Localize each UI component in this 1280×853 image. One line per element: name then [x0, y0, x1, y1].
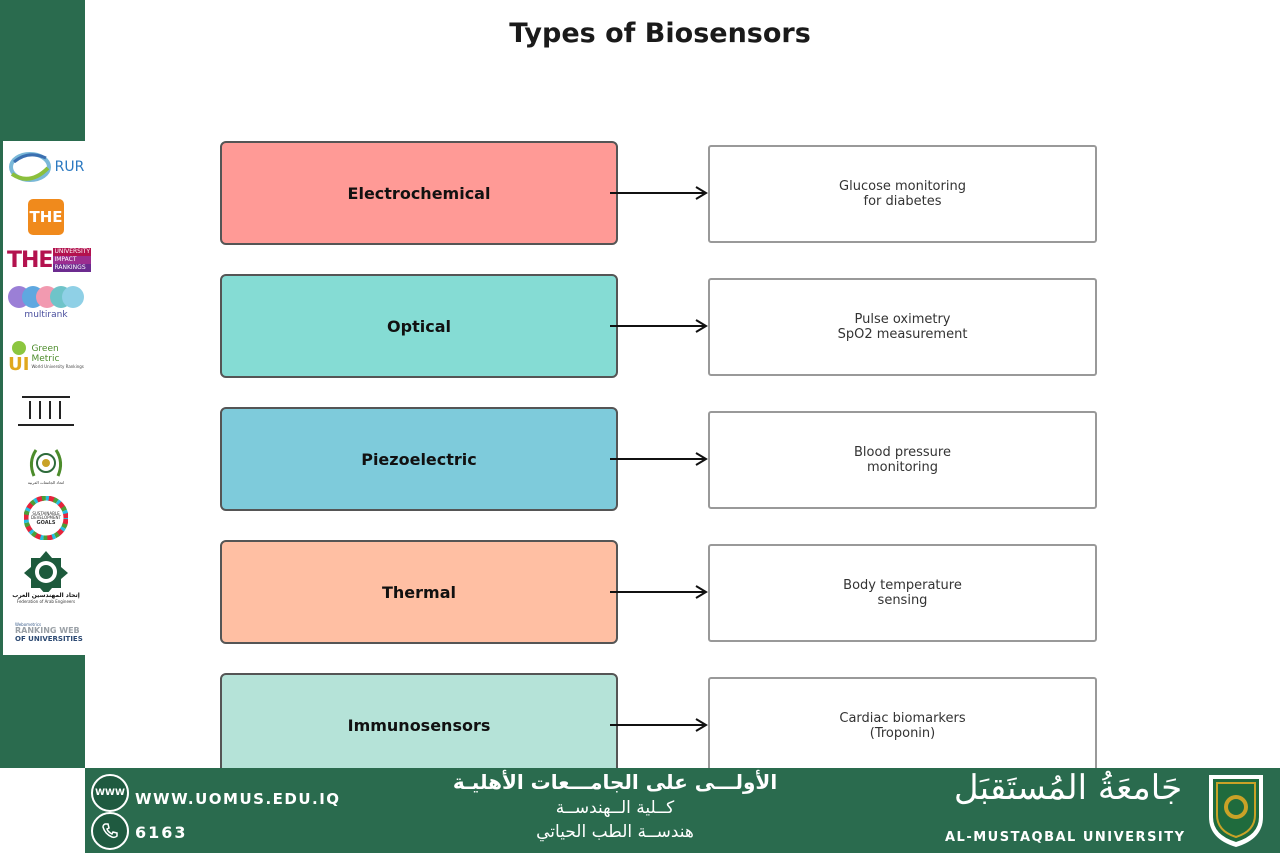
www-icon-label: WWW: [95, 788, 125, 798]
arab-universities-logo: اتحاد الجامعات العربية: [7, 441, 85, 489]
application-box-optical: Pulse oximetry SpO2 measurement: [708, 278, 1097, 376]
application-box-piezoelectric: Blood pressure monitoring: [708, 411, 1097, 509]
footer-arabic-line2: كــلية الــهندســة: [555, 798, 675, 818]
row-thermal: Thermal Body temperature sensing: [220, 540, 1097, 646]
type-box-thermal: Thermal: [220, 540, 618, 644]
the-impact-line2: IMPACT: [53, 256, 92, 264]
application-line1: Pulse oximetry: [854, 312, 951, 327]
application-line2: for diabetes: [863, 194, 942, 209]
application-line1: Glucose monitoring: [839, 179, 966, 194]
institution-columns-logo: [7, 391, 85, 431]
sdg-line3: GOALS: [37, 520, 56, 526]
webometrics-line2: RANKING WEB: [15, 625, 80, 635]
greenmetric-ui: UI: [8, 354, 30, 375]
rur-logo: RUR: [7, 147, 85, 187]
row-piezoelectric: Piezoelectric Blood pressure monitoring: [220, 407, 1097, 513]
arrow-icon: [610, 718, 708, 732]
webometrics-logo: Webometrics RANKING WEB OF UNIVERSITIES: [7, 619, 93, 645]
the-badge: THE: [28, 199, 64, 235]
greenmetric-logo: UI Green Metric World University Ranking…: [7, 333, 85, 381]
university-name-english: AL-MUSTAQBAL UNIVERSITY: [945, 830, 1186, 845]
webometrics-line1: Webometrics: [15, 621, 42, 627]
footer-bar: WWW WWW.UOMUS.EDU.IQ 6163 الأولـــى على …: [85, 768, 1280, 853]
arab-engineers-logo: إتحاد المهندسين العرب Federation of Arab…: [7, 547, 85, 607]
application-line2: (Troponin): [869, 726, 936, 741]
type-box-immunosensors: Immunosensors: [220, 673, 618, 777]
application-box-thermal: Body temperature sensing: [708, 544, 1097, 642]
the-impact-line3: RANKINGS: [53, 264, 92, 272]
row-electrochemical: Electrochemical Glucose monitoring for d…: [220, 141, 1097, 247]
the-logo: THE: [7, 197, 85, 237]
rur-text: RUR: [54, 159, 85, 175]
arab-universities-text: اتحاد الجامعات العربية: [27, 479, 65, 485]
sdg-line1: SUSTAINABLE: [32, 511, 60, 516]
multirank-text: multirank: [24, 310, 68, 320]
globe-icon: [11, 341, 26, 355]
type-box-optical: Optical: [220, 274, 618, 378]
application-line2: sensing: [877, 593, 928, 608]
row-optical: Optical Pulse oximetry SpO2 measurement: [220, 274, 1097, 380]
footer-arabic-line1: الأولـــى على الجامـــعات الأهليـة: [452, 770, 778, 794]
arrow-icon: [610, 319, 708, 333]
ranking-logos-column: RUR THE THE UNIVERSITY IMPACT RANKINGS m…: [3, 141, 92, 655]
phone-glyph-icon: [102, 823, 118, 839]
slide-title: Types of Biosensors: [509, 18, 811, 49]
arrow-icon: [610, 585, 708, 599]
multirank-logo: multirank: [7, 281, 85, 323]
university-name-arabic: جَامعَةُ المُستَقبَل: [953, 768, 1183, 808]
greenmetric-line2: Metric: [31, 354, 60, 364]
application-line2: monitoring: [867, 460, 938, 475]
arab-engineers-emblem-icon: [24, 551, 68, 592]
sdg-line2: DEVELOPMENT: [31, 515, 61, 520]
laurel-emblem-icon: [29, 448, 63, 477]
website-link[interactable]: WWW.UOMUS.EDU.IQ: [135, 790, 341, 808]
arrow-icon: [610, 452, 708, 466]
application-line1: Cardiac biomarkers: [839, 711, 966, 726]
university-crest: [1205, 771, 1267, 849]
the-impact-mark: THE: [7, 247, 53, 273]
arrow-icon: [610, 186, 708, 200]
columns-building-icon: [18, 396, 74, 426]
the-impact-line1: UNIVERSITY: [53, 248, 92, 256]
application-line2: SpO2 measurement: [837, 327, 968, 342]
application-line1: Body temperature: [843, 578, 962, 593]
the-impact-rankings-logo: THE UNIVERSITY IMPACT RANKINGS: [7, 245, 92, 275]
arab-engineers-en: Federation of Arab Engineers: [16, 599, 76, 604]
application-box-immunosensors: Cardiac biomarkers (Troponin): [708, 677, 1097, 775]
row-immunosensors: Immunosensors Cardiac biomarkers (Tropon…: [220, 673, 1097, 779]
type-box-piezoelectric: Piezoelectric: [220, 407, 618, 511]
sdg-logo: SUSTAINABLE DEVELOPMENT GOALS: [7, 495, 85, 541]
university-shield-icon: [1209, 775, 1263, 847]
sdg-wheel-icon: SUSTAINABLE DEVELOPMENT GOALS: [24, 496, 68, 540]
type-box-electrochemical: Electrochemical: [220, 141, 618, 245]
application-line1: Blood pressure: [854, 445, 951, 460]
footer-arabic-line3: هندســة الطب الحياتي: [536, 822, 694, 842]
rur-emblem-icon: [8, 152, 51, 182]
multirank-circles-icon: [8, 286, 84, 308]
greenmetric-line3: World University Rankings: [31, 364, 84, 369]
webometrics-line3: OF UNIVERSITIES: [15, 634, 83, 643]
website-icon: WWW: [91, 774, 129, 812]
arab-engineers-ar: إتحاد المهندسين العرب: [12, 592, 80, 599]
phone-icon: [91, 812, 129, 850]
application-box-electrochemical: Glucose monitoring for diabetes: [708, 145, 1097, 243]
phone-number: 6163: [135, 823, 188, 842]
greenmetric-line1: Green: [31, 344, 59, 354]
